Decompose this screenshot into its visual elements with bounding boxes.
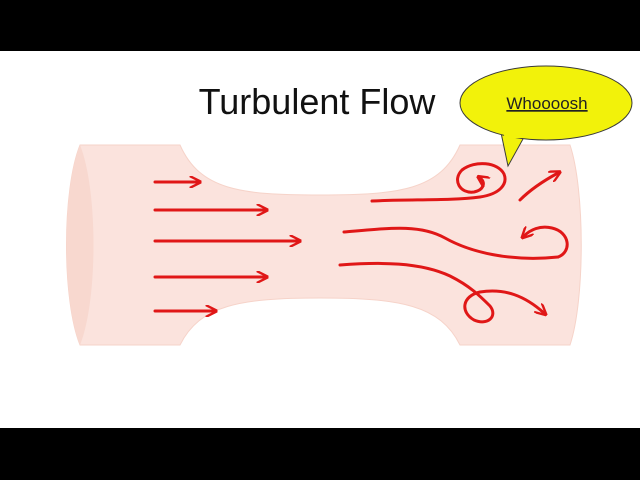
turbulent-swirl-top: [370, 162, 507, 203]
turbulent-loop-middle: [524, 225, 569, 259]
slide-title: Turbulent Flow: [0, 80, 640, 124]
tube-opening: [66, 145, 94, 345]
speech-bubble: Whoooosh: [459, 65, 633, 168]
turbulent-arrows: [338, 162, 569, 324]
turbulent-arrow-up: [518, 173, 558, 202]
slide-title-text: Turbulent Flow: [198, 81, 436, 122]
speech-bubble-body: [459, 65, 633, 141]
turbulent-wave-middle: [342, 226, 560, 260]
constricted-tube: [66, 144, 582, 346]
speech-bubble-text: Whoooosh: [506, 94, 587, 113]
turbulent-wave-lower: [338, 261, 544, 324]
laminar-arrows: [153, 182, 298, 311]
